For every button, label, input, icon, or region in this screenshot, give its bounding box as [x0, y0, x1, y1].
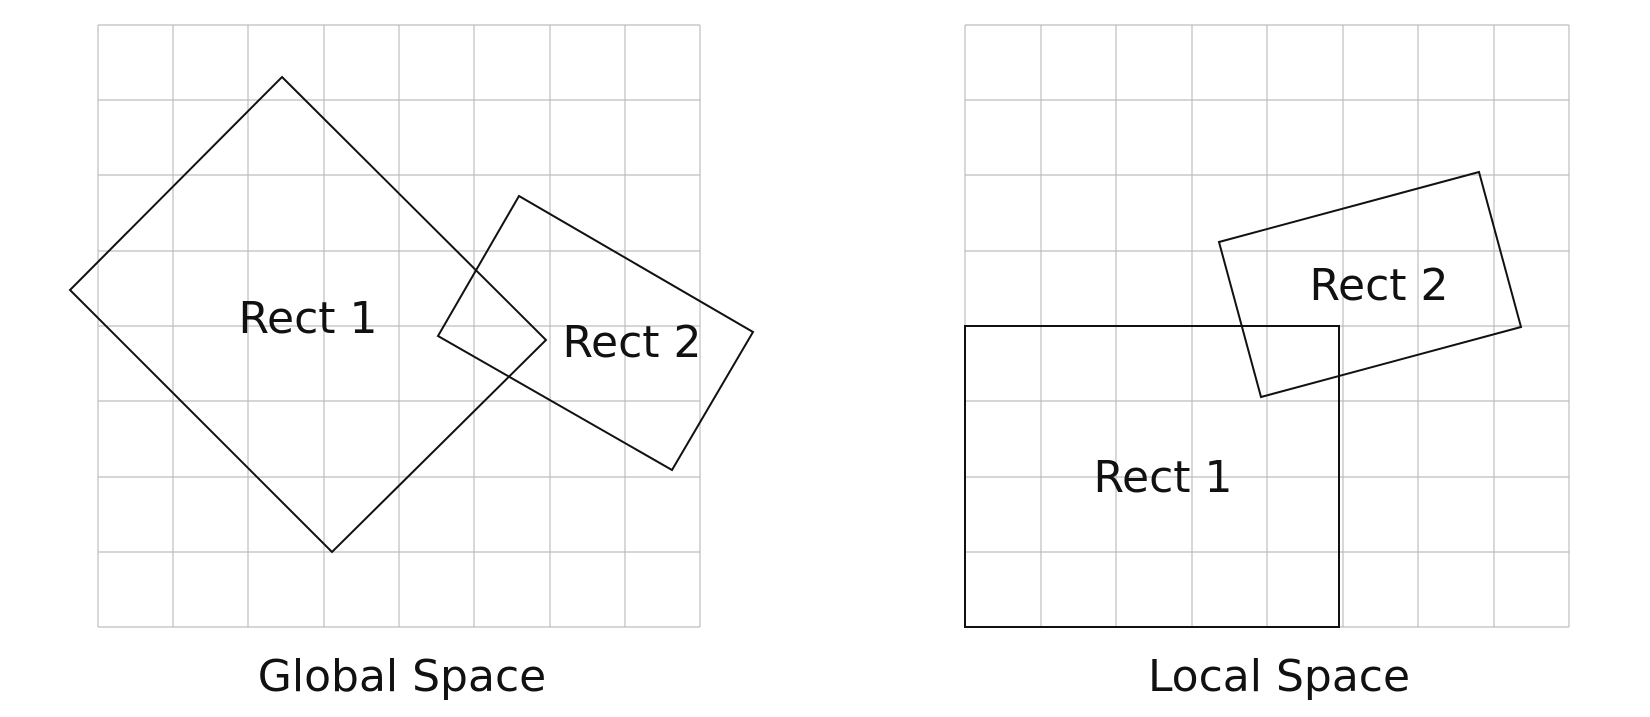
global-rect2-label: Rect 2: [562, 317, 701, 368]
local-rect2-label: Rect 2: [1309, 260, 1448, 311]
global-space-caption: Global Space: [258, 651, 546, 702]
local-space-caption: Local Space: [1148, 651, 1410, 702]
local-rect1-label: Rect 1: [1093, 452, 1232, 503]
local-rect1-shape: [964, 325, 1340, 628]
global-grid: [97, 24, 701, 628]
global-rect1-shape: [68, 75, 548, 554]
global-rect1-label: Rect 1: [238, 293, 377, 344]
global-rect2-shape: [436, 194, 755, 472]
local-space-panel: Rect 1 Rect 2 Local Space: [964, 24, 1570, 702]
local-rect2-shape: [1217, 170, 1523, 399]
global-space-panel: Rect 1 Rect 2 Global Space: [68, 24, 755, 702]
